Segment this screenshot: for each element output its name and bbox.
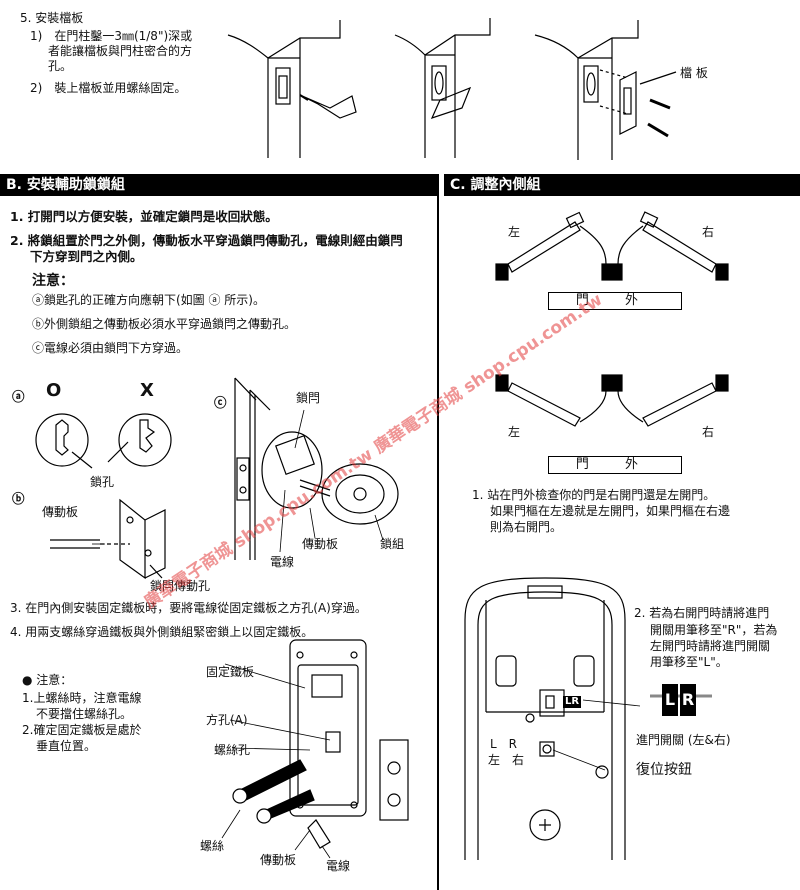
b-step2-line2: 下方穿到門之內側。 bbox=[30, 249, 143, 264]
bolt-figure-b bbox=[50, 498, 166, 580]
label-keyhole: 鎖孔 bbox=[90, 475, 115, 489]
b-note-title: 注意： bbox=[32, 273, 74, 289]
label-wire2: 電線 bbox=[326, 859, 351, 873]
door-outside-box-bottom: 門 外 bbox=[548, 456, 682, 474]
doorframe-figure-1 bbox=[227, 20, 357, 158]
lockset-figure-c bbox=[234, 377, 399, 560]
fig-b-label: ⓑ bbox=[12, 491, 25, 506]
step5-item1-line2: 者能讓檔板與門柱密合的方 bbox=[48, 44, 193, 58]
doorframe-figure-3 bbox=[534, 20, 677, 160]
leader-lines bbox=[92, 409, 384, 859]
label-square-hole: 方孔(A) bbox=[206, 713, 248, 727]
b-note2-title: ● 注意： bbox=[22, 673, 73, 687]
b-step3: 3. 在門內側安裝固定鐵板時，要將電線從固定鐵板之方孔(A)穿過。 bbox=[10, 601, 367, 615]
b-note2-2b: 垂直位置。 bbox=[36, 739, 97, 753]
section-b-header: B. 安裝輔助鎖鎖組 bbox=[0, 174, 437, 196]
door-diagram-bottom bbox=[495, 374, 729, 427]
c-step2-line1: 2. 若為右開門時請將進門 bbox=[634, 606, 770, 620]
section-c-header: C. 調整內側組 bbox=[444, 174, 800, 196]
lr-switch-big: L R bbox=[662, 684, 696, 716]
c-step2-line3: 左開門時請將進門開關 bbox=[650, 639, 771, 653]
label-strike-plate: 檔 板 bbox=[680, 66, 708, 80]
lr-switch-l: L bbox=[662, 684, 678, 716]
b-note-a: ⓐ鎖匙孔的正確方向應朝下(如圖 ⓐ 所示)。 bbox=[32, 293, 265, 307]
label-plate2: 傳動板 bbox=[302, 537, 339, 551]
label-lockset: 鎖組 bbox=[380, 537, 405, 551]
c-left-top: 左 bbox=[508, 225, 521, 239]
b-note-b: ⓑ外側鎖組之傳動板必須水平穿過鎖閂之傳動孔。 bbox=[32, 317, 297, 331]
label-plate3: 傳動板 bbox=[260, 853, 297, 867]
c-step1-line3: 則為右開門。 bbox=[490, 520, 563, 534]
doorframe-figure-2 bbox=[394, 18, 491, 158]
label-mount-plate: 固定鐵板 bbox=[206, 665, 255, 679]
c-right-bottom: 右 bbox=[702, 425, 715, 439]
c-step1-line1: 1. 站在門外檢查你的門是右開門還是左開門。 bbox=[472, 488, 716, 502]
c-left-bottom: 左 bbox=[508, 425, 521, 439]
label-plate: 傳動板 bbox=[42, 505, 79, 519]
label-entry-switch: 進門開關 (左&右) bbox=[636, 733, 731, 747]
step5-title: 5. 安裝檔板 bbox=[20, 11, 84, 25]
b-note2-2a: 2.確定固定鐵板是處於 bbox=[22, 723, 142, 737]
lr-switch-r: R bbox=[680, 684, 696, 716]
b-note-c: ⓒ電線必須由鎖閂下方穿過。 bbox=[32, 341, 189, 355]
c-step2-line2: 開關用筆移至"R"，若為 bbox=[650, 623, 778, 637]
b-note2-1b: 不要擋住螺絲孔。 bbox=[36, 707, 133, 721]
step5-item2: 2) 裝上檔板並用螺絲固定。 bbox=[30, 81, 187, 95]
label-screw-hole: 螺絲孔 bbox=[214, 743, 251, 757]
b-step1: 1. 打開門以方便安裝，並確定鎖閂是收回狀態。 bbox=[10, 209, 278, 224]
label-bolt-hole: 鎖閂傳動孔 bbox=[150, 579, 211, 593]
lr-switch-small: LR bbox=[563, 696, 582, 708]
fig-o-label: O bbox=[46, 380, 62, 401]
label-screw: 螺絲 bbox=[200, 839, 225, 853]
lr-text-zh: 左 右 bbox=[488, 753, 525, 767]
b-step2-line1: 2. 將鎖組置於門之外側，傳動板水平穿過鎖閂傳動孔，電線則經由鎖閂 bbox=[10, 233, 403, 248]
c-step2-line4: 用筆移至"L"。 bbox=[650, 655, 728, 669]
c-right-top: 右 bbox=[702, 225, 715, 239]
label-reset-button: 復位按鈕 bbox=[636, 762, 692, 778]
label-bolt: 鎖閂 bbox=[296, 391, 321, 405]
door-diagram-top bbox=[495, 211, 729, 281]
lr-text-en: L R bbox=[490, 737, 518, 751]
c-step1-line2: 如果門樞在左邊就是左開門，如果門樞在右邊 bbox=[490, 504, 731, 518]
b-step4: 4. 用兩支螺絲穿過鐵板與外側鎖組緊密鎖上以固定鐵板。 bbox=[10, 625, 314, 639]
mounting-plate-figure bbox=[232, 639, 409, 849]
step5-item1-line3: 孔。 bbox=[48, 59, 73, 73]
keyhole-figure-a bbox=[35, 413, 172, 469]
fig-a-label: ⓐ bbox=[12, 389, 25, 404]
inner-lockset-panel bbox=[464, 577, 712, 860]
door-outside-box-top: 門 外 bbox=[548, 292, 682, 310]
label-wire: 電線 bbox=[270, 555, 295, 569]
fig-x-label: X bbox=[140, 380, 154, 401]
b-note2-1a: 1.上螺絲時，注意電線 bbox=[22, 691, 142, 705]
step5-item1-line1: 1) 在門柱鑿一3㎜(1/8")深或 bbox=[30, 29, 193, 43]
column-divider bbox=[437, 174, 439, 890]
fig-c-label: ⓒ bbox=[214, 395, 227, 410]
